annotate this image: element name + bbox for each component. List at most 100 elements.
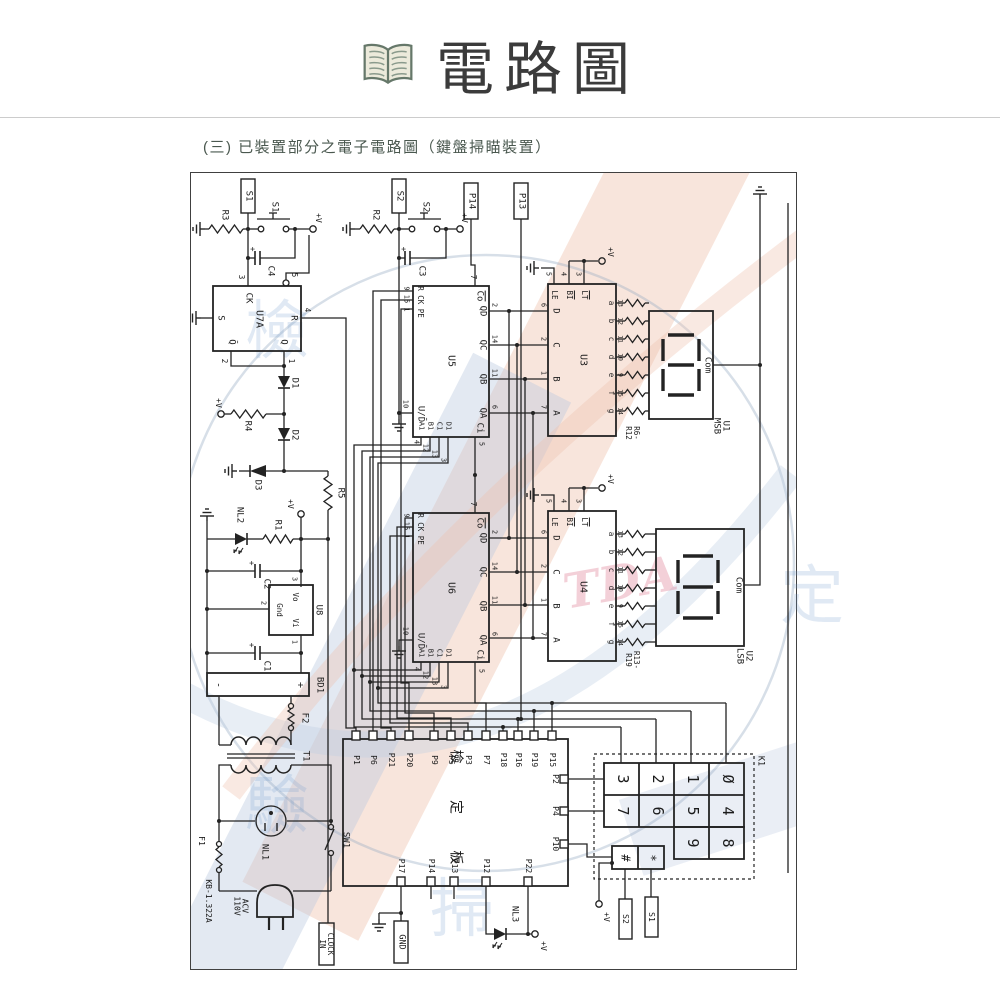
lbl-top-8: P18 bbox=[499, 752, 509, 768]
lbl-0-1: 2 bbox=[490, 302, 499, 308]
lbl-power-nl3: NL3 bbox=[509, 905, 520, 923]
lbl-decoders-n4: 4 bbox=[559, 271, 568, 277]
lbl-3-0: A bbox=[550, 410, 561, 416]
lbl-power-d2: D2 bbox=[289, 429, 300, 441]
lbl-5-1: 15 bbox=[616, 389, 625, 397]
lbl-displays-com: Com bbox=[702, 356, 713, 374]
lbl-u8-n1: 1 bbox=[290, 639, 299, 645]
lbl-decoders-u4: U4 bbox=[577, 580, 589, 594]
lbl-1-3: 4 bbox=[718, 806, 737, 816]
lbl-power-plus: + bbox=[248, 246, 258, 252]
lbl-power-acv: ACV 110V bbox=[232, 896, 250, 916]
lbl-top-2: P21 bbox=[387, 752, 397, 768]
lbl-counters-co: Co bbox=[474, 517, 485, 529]
lbl-counters-u5: U5 bbox=[445, 354, 457, 368]
lbl-terminals-p14: P14 bbox=[466, 192, 477, 210]
lbl-6-1: 14 bbox=[616, 638, 625, 646]
lbl-u7a-qb: Q̄ bbox=[226, 339, 237, 345]
lbl-decoders-r612: R6- R12 bbox=[624, 426, 641, 440]
lbl-0-0: QD bbox=[477, 532, 488, 544]
lbl-3-0: D1 bbox=[444, 648, 453, 658]
lbl-1-0: QC bbox=[477, 339, 488, 351]
lbl-2-1: 1 bbox=[539, 370, 548, 376]
lbl-row3-0: 9 bbox=[683, 838, 702, 848]
lbl-3-1: 10 bbox=[616, 584, 625, 592]
lbl-2-1: 13 bbox=[430, 449, 439, 459]
lbl-2-1: 11 bbox=[616, 335, 625, 343]
lbl-displays-com: Com bbox=[733, 576, 744, 594]
lbl-u8-vo: Vo bbox=[290, 592, 300, 602]
lbl-decoders-n3: 3 bbox=[574, 498, 583, 504]
lbl-u7a-s: S bbox=[215, 315, 226, 321]
lbl-decoders-n4: 4 bbox=[559, 498, 568, 504]
lbl-0-1: 6 bbox=[539, 529, 548, 535]
lbl-u8-ref: U8 bbox=[313, 604, 324, 616]
lbl-power-c3: C3 bbox=[416, 265, 427, 277]
lbl-4-0: e bbox=[606, 372, 616, 378]
lbl-3-1: 7 bbox=[539, 404, 548, 410]
lbl-power-pv: +V bbox=[606, 474, 616, 484]
lbl-0-3: Ø bbox=[718, 774, 737, 784]
lbl-counters-n7: 7 bbox=[468, 501, 478, 507]
lbl-decoders-bi: BI bbox=[564, 290, 574, 300]
lbl-6-0: g bbox=[606, 408, 616, 414]
lbl-decoders-le: LE bbox=[549, 290, 559, 300]
lbl-decoders-n3: 3 bbox=[574, 271, 583, 277]
lbl-u8-vi: Vi bbox=[290, 618, 300, 628]
section-subtitle: (三) 已裝置部分之電子電路圖（鍵盤掃瞄裝置） bbox=[203, 139, 552, 156]
lbl-3-0: D1 bbox=[444, 421, 453, 431]
lbl-counters-ci: Ci bbox=[474, 649, 485, 661]
lbl-6-1: 14 bbox=[616, 407, 625, 415]
lbl-counters-co: Co bbox=[474, 290, 485, 302]
lbl-1-0: B1 bbox=[426, 421, 435, 431]
lbl-power-pv: +V bbox=[286, 499, 296, 509]
lbl-power-f2: F2 bbox=[299, 712, 310, 724]
lbl-bottom-3: P12 bbox=[482, 858, 492, 874]
lbl-power-plus: + bbox=[294, 681, 306, 689]
lbl-terminals-clock: CLOCK IN bbox=[318, 932, 335, 956]
lbl-1-0: QC bbox=[477, 566, 488, 578]
lbl-1-1: 14 bbox=[490, 334, 499, 344]
lbl-4-1: 9 bbox=[616, 604, 625, 608]
lbl-2-1: 11 bbox=[616, 566, 625, 574]
lbl-counters-nci: 5 bbox=[477, 668, 486, 674]
lbl-counters-ud: U/D̄ bbox=[415, 632, 426, 650]
schematic-canvas bbox=[191, 178, 789, 966]
lbl-right-1: P4 bbox=[551, 806, 561, 816]
lbl-4-0: e bbox=[606, 603, 616, 609]
lbl-top-3: P20 bbox=[405, 752, 415, 768]
lbl-0-0: a bbox=[606, 531, 616, 537]
lbl-counters-ci: Ci bbox=[474, 422, 485, 434]
lbl-0-1: 4 bbox=[412, 666, 421, 672]
lbl-bottom-1: P14 bbox=[427, 858, 437, 874]
lbl-terminals-ks1: S1 bbox=[647, 912, 657, 922]
lbl-power-plus: + bbox=[399, 246, 409, 252]
lbl-1-2: 5 bbox=[683, 806, 702, 816]
ground-icon bbox=[392, 419, 406, 432]
lbl-3-1: 6 bbox=[490, 631, 499, 637]
lbl-displays-u2: U2 LSB bbox=[734, 647, 754, 665]
lbl-counters-nrck: 9 15 1 bbox=[402, 286, 411, 312]
lbl-2-0: c bbox=[606, 567, 616, 573]
lbl-1-1: 2 bbox=[539, 336, 548, 342]
lbl-3-0: d bbox=[606, 585, 616, 591]
lbl-power-c1: C1 bbox=[261, 660, 272, 672]
lbl-top-9: P16 bbox=[514, 752, 524, 768]
lbl-power-plus: + bbox=[247, 560, 257, 566]
lbl-0-0: QD bbox=[477, 305, 488, 317]
lbl-syms-1: * bbox=[644, 854, 659, 862]
lbl-decoders-u3: U3 bbox=[577, 353, 589, 367]
lbl-0-1: 2 bbox=[648, 774, 667, 784]
lbl-1-1: 12 bbox=[616, 548, 625, 556]
lbl-decoders-bi: BI bbox=[564, 517, 574, 527]
lbl-2-0: QB bbox=[477, 600, 488, 612]
lbl-power-bd1: BD1 bbox=[314, 676, 325, 694]
lbl-terminals-ks2: S2 bbox=[621, 914, 631, 924]
lbl-decoders-n5: 5 bbox=[544, 498, 553, 504]
lbl-counters-n10: 10 bbox=[401, 626, 410, 636]
lbl-5-0: f bbox=[606, 621, 616, 627]
lbl-2-0: B bbox=[550, 603, 561, 609]
lbl-power-r2: R2 bbox=[370, 209, 381, 221]
lbl-0-1: 2 bbox=[490, 529, 499, 535]
